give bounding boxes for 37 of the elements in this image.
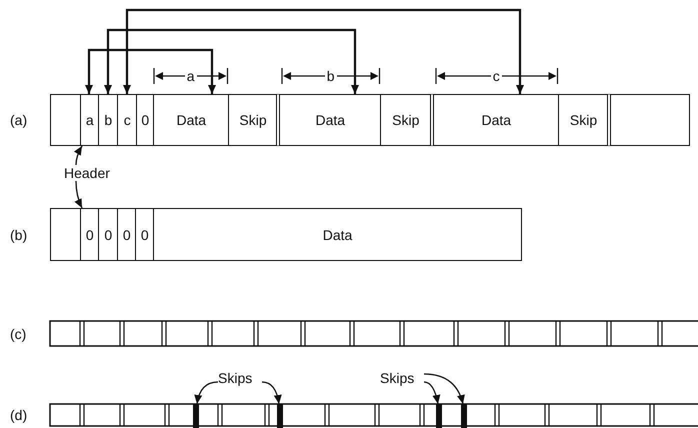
arrow xyxy=(85,48,216,94)
data-field: Data xyxy=(153,208,522,261)
skip-bar xyxy=(277,404,283,428)
header-field: 0 xyxy=(135,208,154,261)
leader-arrow xyxy=(424,381,440,404)
skip-field: Skip xyxy=(380,94,432,146)
header-field: a xyxy=(80,94,100,146)
skip-field: Skip xyxy=(228,94,278,146)
leader-arrow xyxy=(74,146,83,166)
data-field: Data xyxy=(153,94,230,146)
row-label: (c) xyxy=(8,326,28,342)
empty-field xyxy=(50,208,82,261)
row-label: (a) xyxy=(8,112,30,128)
callout-label: Skips xyxy=(380,370,424,386)
callout-label: Header xyxy=(64,165,116,181)
row-label: (b) xyxy=(8,227,30,243)
arrow xyxy=(123,8,524,94)
skip-bar xyxy=(193,404,199,428)
skip-field: Skip xyxy=(558,94,609,146)
dimension-label: b xyxy=(324,68,337,84)
data-field: Data xyxy=(430,94,560,146)
header-field: b xyxy=(98,94,118,146)
data-field: Data xyxy=(276,94,382,146)
leader-arrow xyxy=(74,180,83,208)
empty-field xyxy=(50,94,82,146)
header-field: 0 xyxy=(98,208,118,261)
header-field: 0 xyxy=(80,208,100,261)
header-field: c xyxy=(117,94,138,146)
leader-arrow xyxy=(424,373,464,404)
header-field: 0 xyxy=(117,208,136,261)
arrow xyxy=(104,28,359,94)
row-label: (d) xyxy=(8,407,30,423)
skip-bar xyxy=(436,404,442,428)
leader-arrow xyxy=(194,381,218,404)
leader-arrow xyxy=(262,381,282,404)
skip-bar xyxy=(461,404,467,428)
callout-label: Skips xyxy=(218,370,262,386)
